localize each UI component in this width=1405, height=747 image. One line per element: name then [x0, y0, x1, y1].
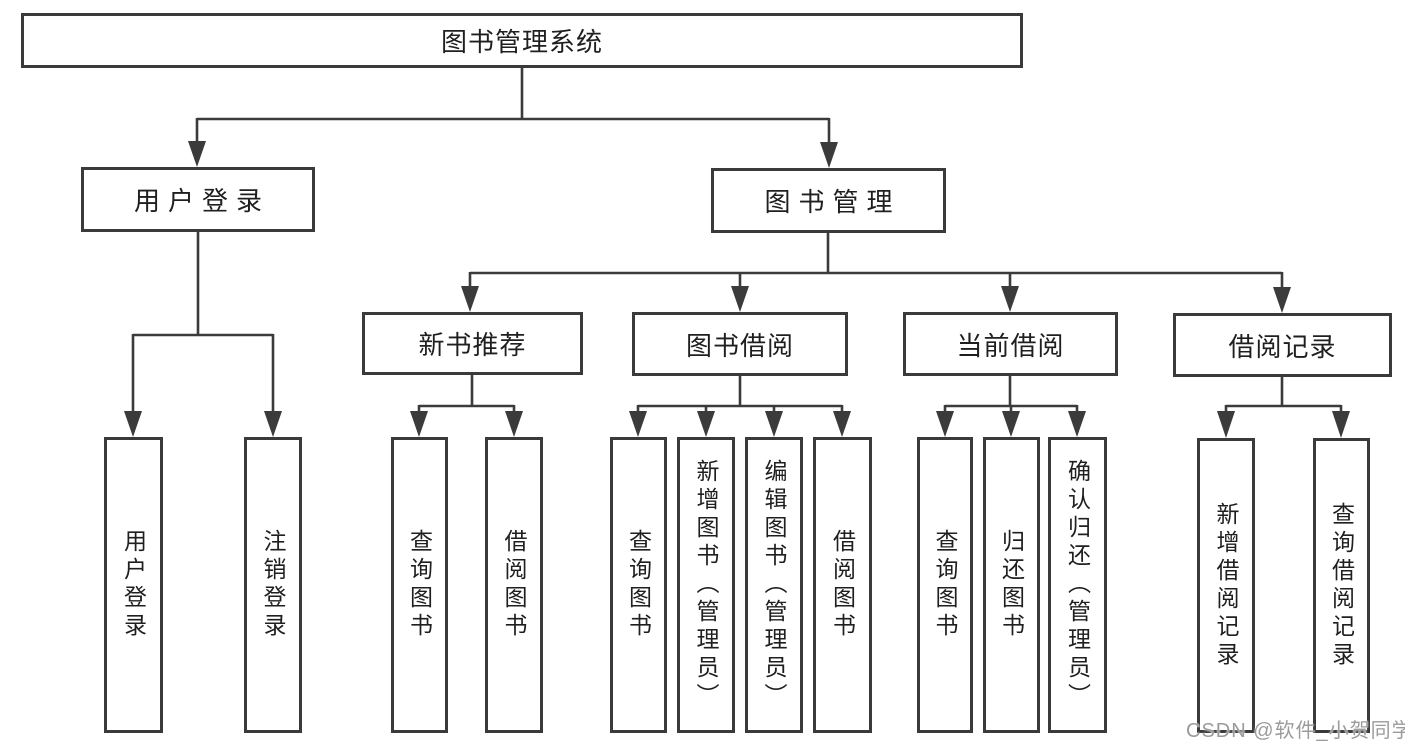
leaf-query-book-current: 查询图书: [917, 437, 973, 733]
node-new-book-recommend: 新书推荐: [362, 312, 583, 375]
node-borrow-record: 借阅记录: [1173, 313, 1392, 377]
node-current-borrow: 当前借阅: [903, 312, 1118, 376]
leaf-return-book: 归还图书: [983, 437, 1040, 733]
node-root: 图书管理系统: [21, 13, 1023, 68]
csdn-watermark: CSDN @软件_小贺同学: [1186, 720, 1405, 742]
leaf-add-book-admin: 新增图书（管理员）: [677, 437, 735, 733]
leaf-logout: 注销登录: [244, 437, 302, 733]
leaf-edit-book-admin: 编辑图书（管理员）: [745, 437, 803, 733]
leaf-borrow-book-recommend: 借阅图书: [485, 437, 543, 733]
node-book-borrow: 图书借阅: [632, 312, 848, 376]
leaf-confirm-return-admin: 确认归还（管理员）: [1048, 437, 1107, 733]
leaf-query-borrow-record: 查询借阅记录: [1313, 438, 1370, 733]
leaf-query-book-recommend: 查询图书: [391, 437, 448, 733]
leaf-user-login: 用户登录: [104, 437, 163, 733]
node-book-management: 图书管理: [711, 168, 946, 233]
leaf-borrow-book: 借阅图书: [813, 437, 872, 733]
node-user-login: 用户登录: [81, 167, 315, 232]
leaf-add-borrow-record: 新增借阅记录: [1197, 438, 1255, 733]
leaf-query-book: 查询图书: [610, 437, 667, 733]
